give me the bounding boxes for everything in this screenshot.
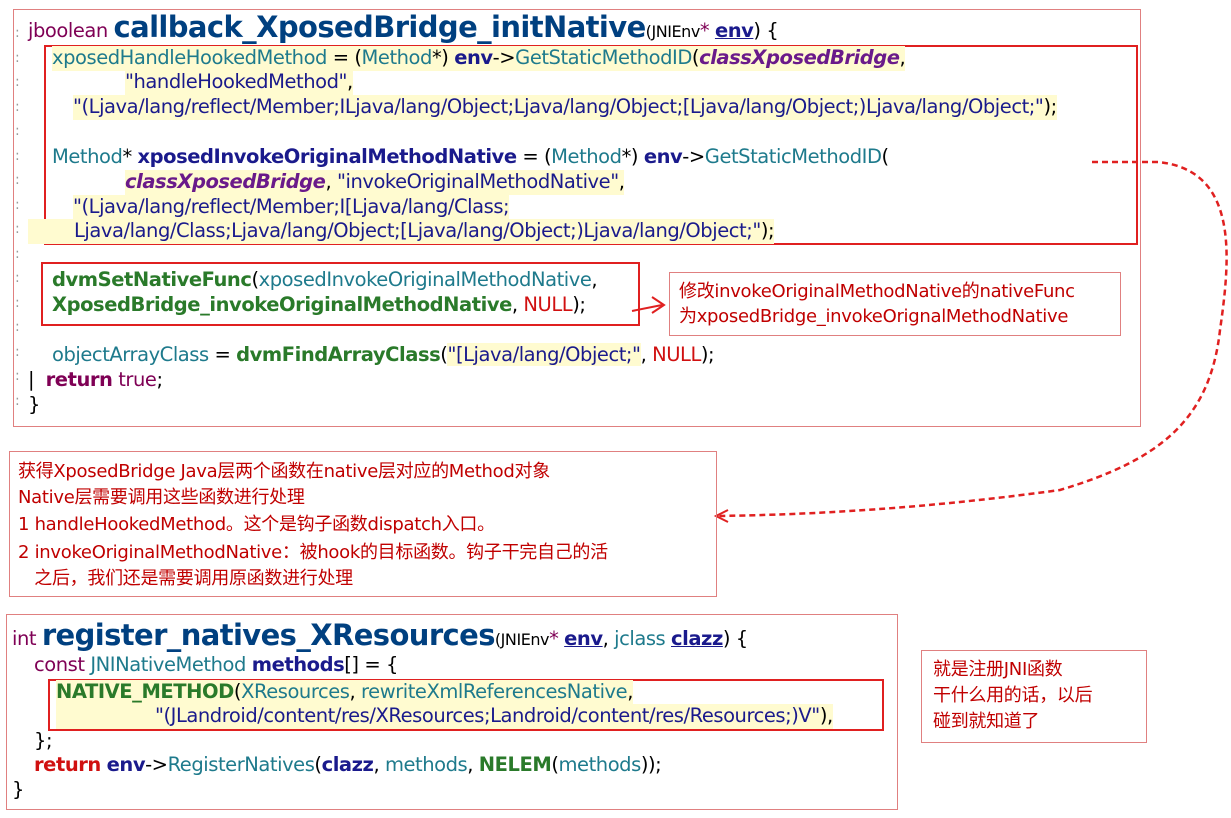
method-objects-note-line-1: 获得XposedBridge Java层两个函数在native层对应的Metho… (18, 461, 550, 482)
method-objects-note-line-5: 之后，我们还是需要调用原函数进行处理 (18, 568, 353, 589)
reg-line-1: const JNINativeMethod methods[] = { (34, 653, 398, 676)
register-function-params: (JNIEnv* env, jclass clazz) { (494, 627, 748, 650)
reg-line-3: "(JLandroid/content/res/XResources;Landr… (56, 704, 833, 729)
native-func-note-line-1: 修改invokeOriginalMethodNative的nativeFunc (679, 281, 1075, 302)
code-line-2: "handleHookedMethod", (125, 70, 353, 95)
gutter-dots: : : : : : : : : : : : : : : : : (15, 25, 20, 409)
register-jni-note-line-1: 就是注册JNI函数 (933, 659, 1063, 680)
code-line-11: | return true; (28, 368, 163, 391)
register-natives-panel (6, 614, 898, 810)
return-type: jboolean (28, 19, 108, 42)
reg-line-4: }; (34, 729, 53, 752)
function-name: callback_XposedBridge_initNative (113, 10, 647, 44)
native-func-note-line-2: 为xposedBridge_invokeOrignalMethodNative (679, 306, 1069, 327)
register-jni-note-line-2: 干什么用的话，以后 (933, 685, 1093, 706)
dashed-connector-head (713, 509, 729, 523)
register-jni-note-line-3: 碰到就知道了 (933, 711, 1040, 732)
code-line-12: } (28, 393, 40, 416)
code-line-10: objectArrayClass = dvmFindArrayClass("[L… (52, 343, 715, 366)
reg-line-2: NATIVE_METHOD(XResources, rewriteXmlRefe… (56, 680, 633, 705)
function-params: (JNIEnv* env) { (645, 19, 779, 42)
code-line-8: dvmSetNativeFunc(xposedInvokeOriginalMet… (52, 268, 598, 291)
code-line-3: "(Ljava/lang/reflect/Member;ILjava/lang/… (73, 95, 1057, 120)
method-objects-note-line-3: 1 handleHookedMethod。这个是钩子函数dispatch入口。 (18, 514, 495, 535)
reg-line-6: } (12, 778, 24, 801)
method-objects-note-box (9, 451, 717, 597)
method-objects-note-line-2: Native层需要调用这些函数进行处理 (18, 487, 305, 508)
method-objects-note-line-4: 2 invokeOriginalMethodNative：被hook的目标函数。… (18, 542, 608, 563)
init-native-signature: jboolean callback_XposedBridge_initNativ… (28, 10, 779, 49)
register-function-name: register_natives_XResources (41, 618, 496, 652)
register-return-type: int (12, 627, 37, 650)
set-native-func-box (41, 262, 640, 326)
register-natives-signature: int register_natives_XResources(JNIEnv* … (12, 618, 748, 657)
code-line-7: Ljava/lang/Class;Ljava/lang/Object;[Ljav… (28, 219, 775, 244)
reg-line-5: return env->RegisterNatives(clazz, metho… (34, 753, 662, 776)
code-line-6: "(Ljava/lang/reflect/Member;I[Ljava/lang… (73, 195, 510, 220)
code-line-9: XposedBridge_invokeOriginalMethodNative,… (52, 293, 586, 316)
code-line-5: classXposedBridge, "invokeOriginalMethod… (125, 170, 625, 195)
register-jni-note-box (921, 650, 1147, 743)
code-line-4: Method* xposedInvokeOriginalMethodNative… (52, 145, 889, 168)
code-line-1: xposedHandleHookedMethod = (Method*) env… (52, 46, 906, 71)
